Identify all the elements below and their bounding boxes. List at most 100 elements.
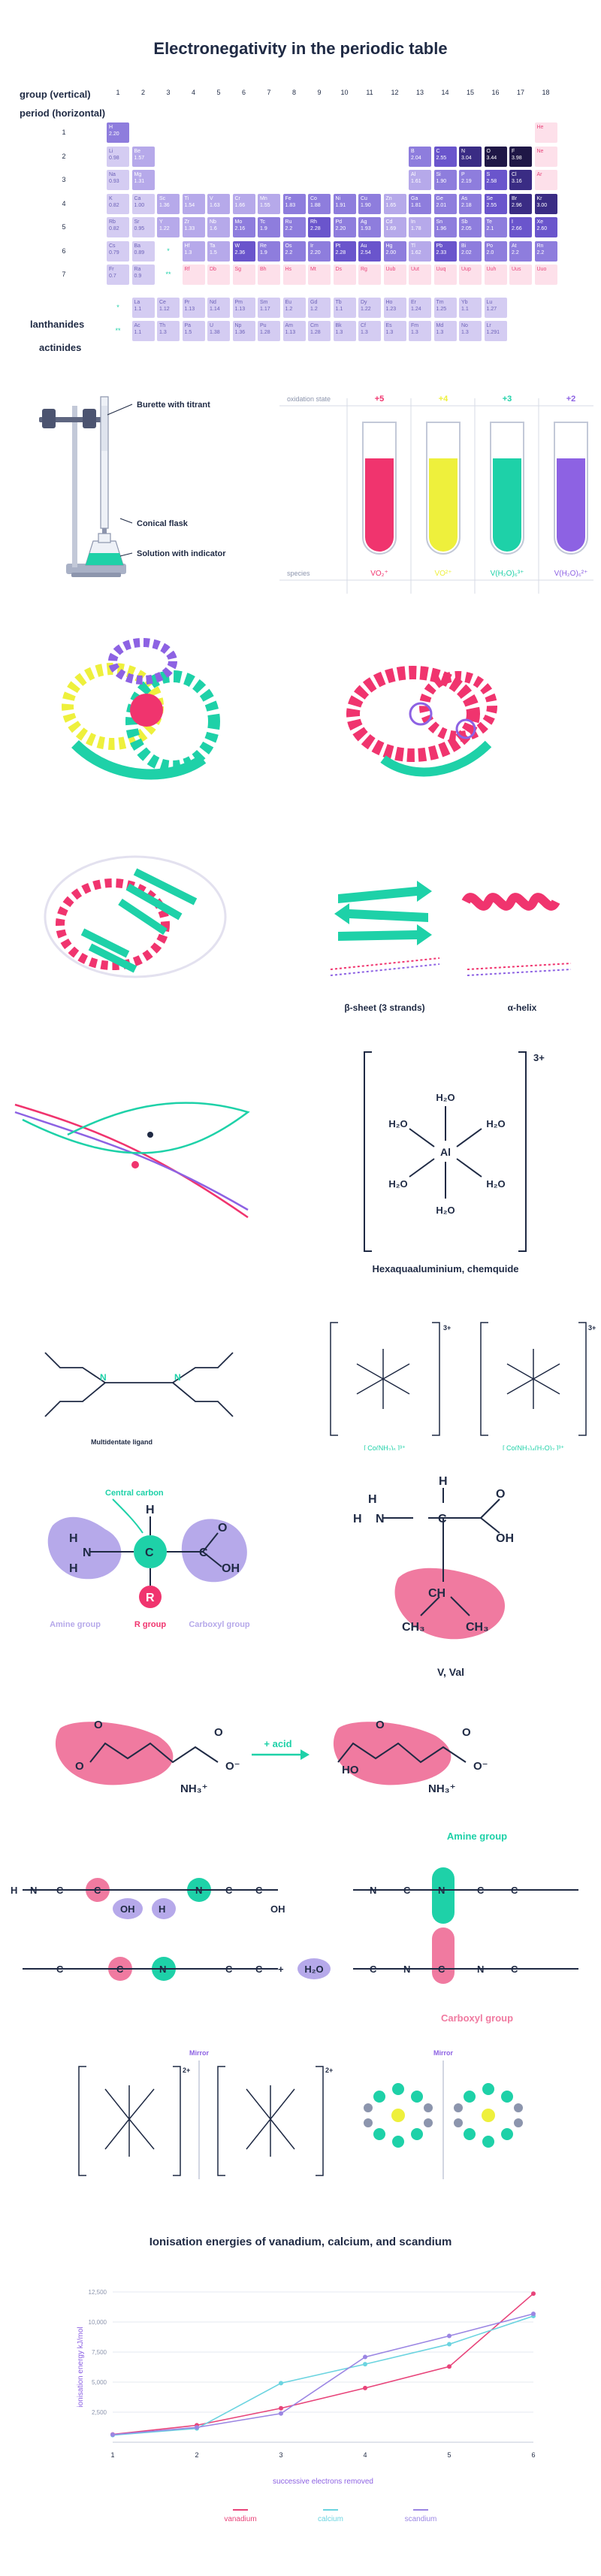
svg-text:H: H <box>11 1885 17 1896</box>
peptide-amine-label: Amine group <box>447 1831 507 1842</box>
electronegativity-value: 1.90 <box>361 202 371 208</box>
electronegativity-value: 1.90 <box>436 179 447 184</box>
element-symbol: Tm <box>436 299 444 305</box>
element-symbol: Eu <box>285 299 292 305</box>
electronegativity-value: 0.98 <box>109 155 119 161</box>
electronegativity-value: 1.9 <box>260 249 267 255</box>
element-symbol: N <box>461 148 466 154</box>
element-symbol: Ru <box>285 219 292 225</box>
complex1-charge: 3+ <box>443 1324 451 1332</box>
enantiomer-right-icon <box>217 2066 324 2176</box>
electronegativity-value: 1.62 <box>411 249 421 255</box>
svg-text:O⁻: O⁻ <box>473 1760 488 1773</box>
svg-text:N: N <box>477 1964 484 1975</box>
element-symbol: O <box>486 148 491 154</box>
water-label: H₂O <box>304 1964 323 1975</box>
solution-1 <box>429 458 458 552</box>
electronegativity-value: 2.04 <box>411 155 421 161</box>
electronegativity-value: 1.14 <box>210 306 220 312</box>
ball-model-left-icon <box>364 2083 433 2148</box>
element-symbol: Dy <box>361 299 367 305</box>
element-symbol: Np <box>234 323 242 328</box>
element-symbol: Rf <box>184 267 190 272</box>
electronegativity-value: 2.2 <box>285 226 293 231</box>
element-symbol: Th <box>159 323 166 328</box>
mirror-label-right: Mirror <box>433 2049 454 2057</box>
electronegativity-value: 3.04 <box>461 155 472 161</box>
mirror-charge-right: 2+ <box>325 2067 333 2074</box>
electronegativity-value: 1.78 <box>411 226 421 231</box>
svg-text:O: O <box>218 1522 227 1534</box>
aluminium-panel: 3+ Al H₂O H₂O H₂O H₂O H₂O H₂O Hexaquaalu… <box>14 1051 545 1274</box>
element-symbol: Db <box>210 267 216 272</box>
element-symbol: Cs <box>109 243 116 249</box>
element-symbol: Ir <box>310 243 314 249</box>
electronegativity-value: 0.89 <box>134 249 145 255</box>
element-symbol: Na <box>109 172 116 177</box>
element-symbol: Fe <box>285 195 291 201</box>
electronegativity-value: 1.65 <box>385 202 397 208</box>
svg-text:N: N <box>438 1885 445 1896</box>
actinides-label: actinides <box>39 342 82 353</box>
electronegativity-value: 0.79 <box>109 249 119 255</box>
valine-label: V, Val <box>437 1666 464 1678</box>
electronegativity-value: 1.17 <box>260 306 270 312</box>
element-cell: Uuo <box>534 265 557 285</box>
element-cell: Uus <box>509 265 532 285</box>
protein-ribbon-bottom-icon <box>44 855 227 978</box>
element-symbol: Ar <box>536 172 542 177</box>
group-number: 18 <box>542 89 550 96</box>
electronegativity-value: 1.2 <box>285 306 293 312</box>
alpha-helix-icon <box>461 893 560 911</box>
group-number: 13 <box>415 89 424 96</box>
svg-text:H: H <box>69 1532 78 1545</box>
electronegativity-value: 3.44 <box>486 155 497 161</box>
element-symbol: Pt <box>335 243 341 249</box>
electronegativity-value: 2.0 <box>486 249 494 255</box>
electronegativity-value: 1.23 <box>385 306 397 312</box>
electronegativity-value: 2.33 <box>436 249 447 255</box>
data-point-vanadium <box>531 2291 536 2296</box>
svg-text:H: H <box>146 1504 155 1516</box>
element-symbol: Au <box>361 243 367 249</box>
vanadium-table: oxidation state species +5VO₂⁺+4VO²⁺+3V(… <box>279 395 593 594</box>
electronegativity-value: 0.7 <box>109 274 116 279</box>
protein-ribbon-right-icon <box>346 666 497 777</box>
element-symbol: Lr <box>486 323 491 328</box>
electronegativity-value: 1.9 <box>260 226 267 231</box>
svg-text:C: C <box>56 1885 64 1896</box>
electronegativity-value: 2.60 <box>536 226 548 231</box>
r-group-label: R group <box>134 1620 166 1629</box>
electronegativity-value: 1.3 <box>361 330 368 335</box>
element-symbol: Ge <box>436 195 443 201</box>
element-symbol: Uuo <box>536 267 547 272</box>
element-symbol: Sm <box>260 299 268 305</box>
element-symbol: Ac <box>134 323 140 328</box>
group-number: 2 <box>140 89 145 96</box>
aluminium-caption: Hexaquaaluminium, chemquide <box>372 1263 518 1274</box>
element-symbol: Co <box>310 195 317 201</box>
element-symbol: Pa <box>184 323 192 328</box>
chart-title: Ionisation energies of vanadium, calcium… <box>149 2236 452 2248</box>
solution-2 <box>493 458 521 552</box>
actinide-cell: ** <box>115 327 121 334</box>
element-symbol: Mt <box>310 267 316 272</box>
